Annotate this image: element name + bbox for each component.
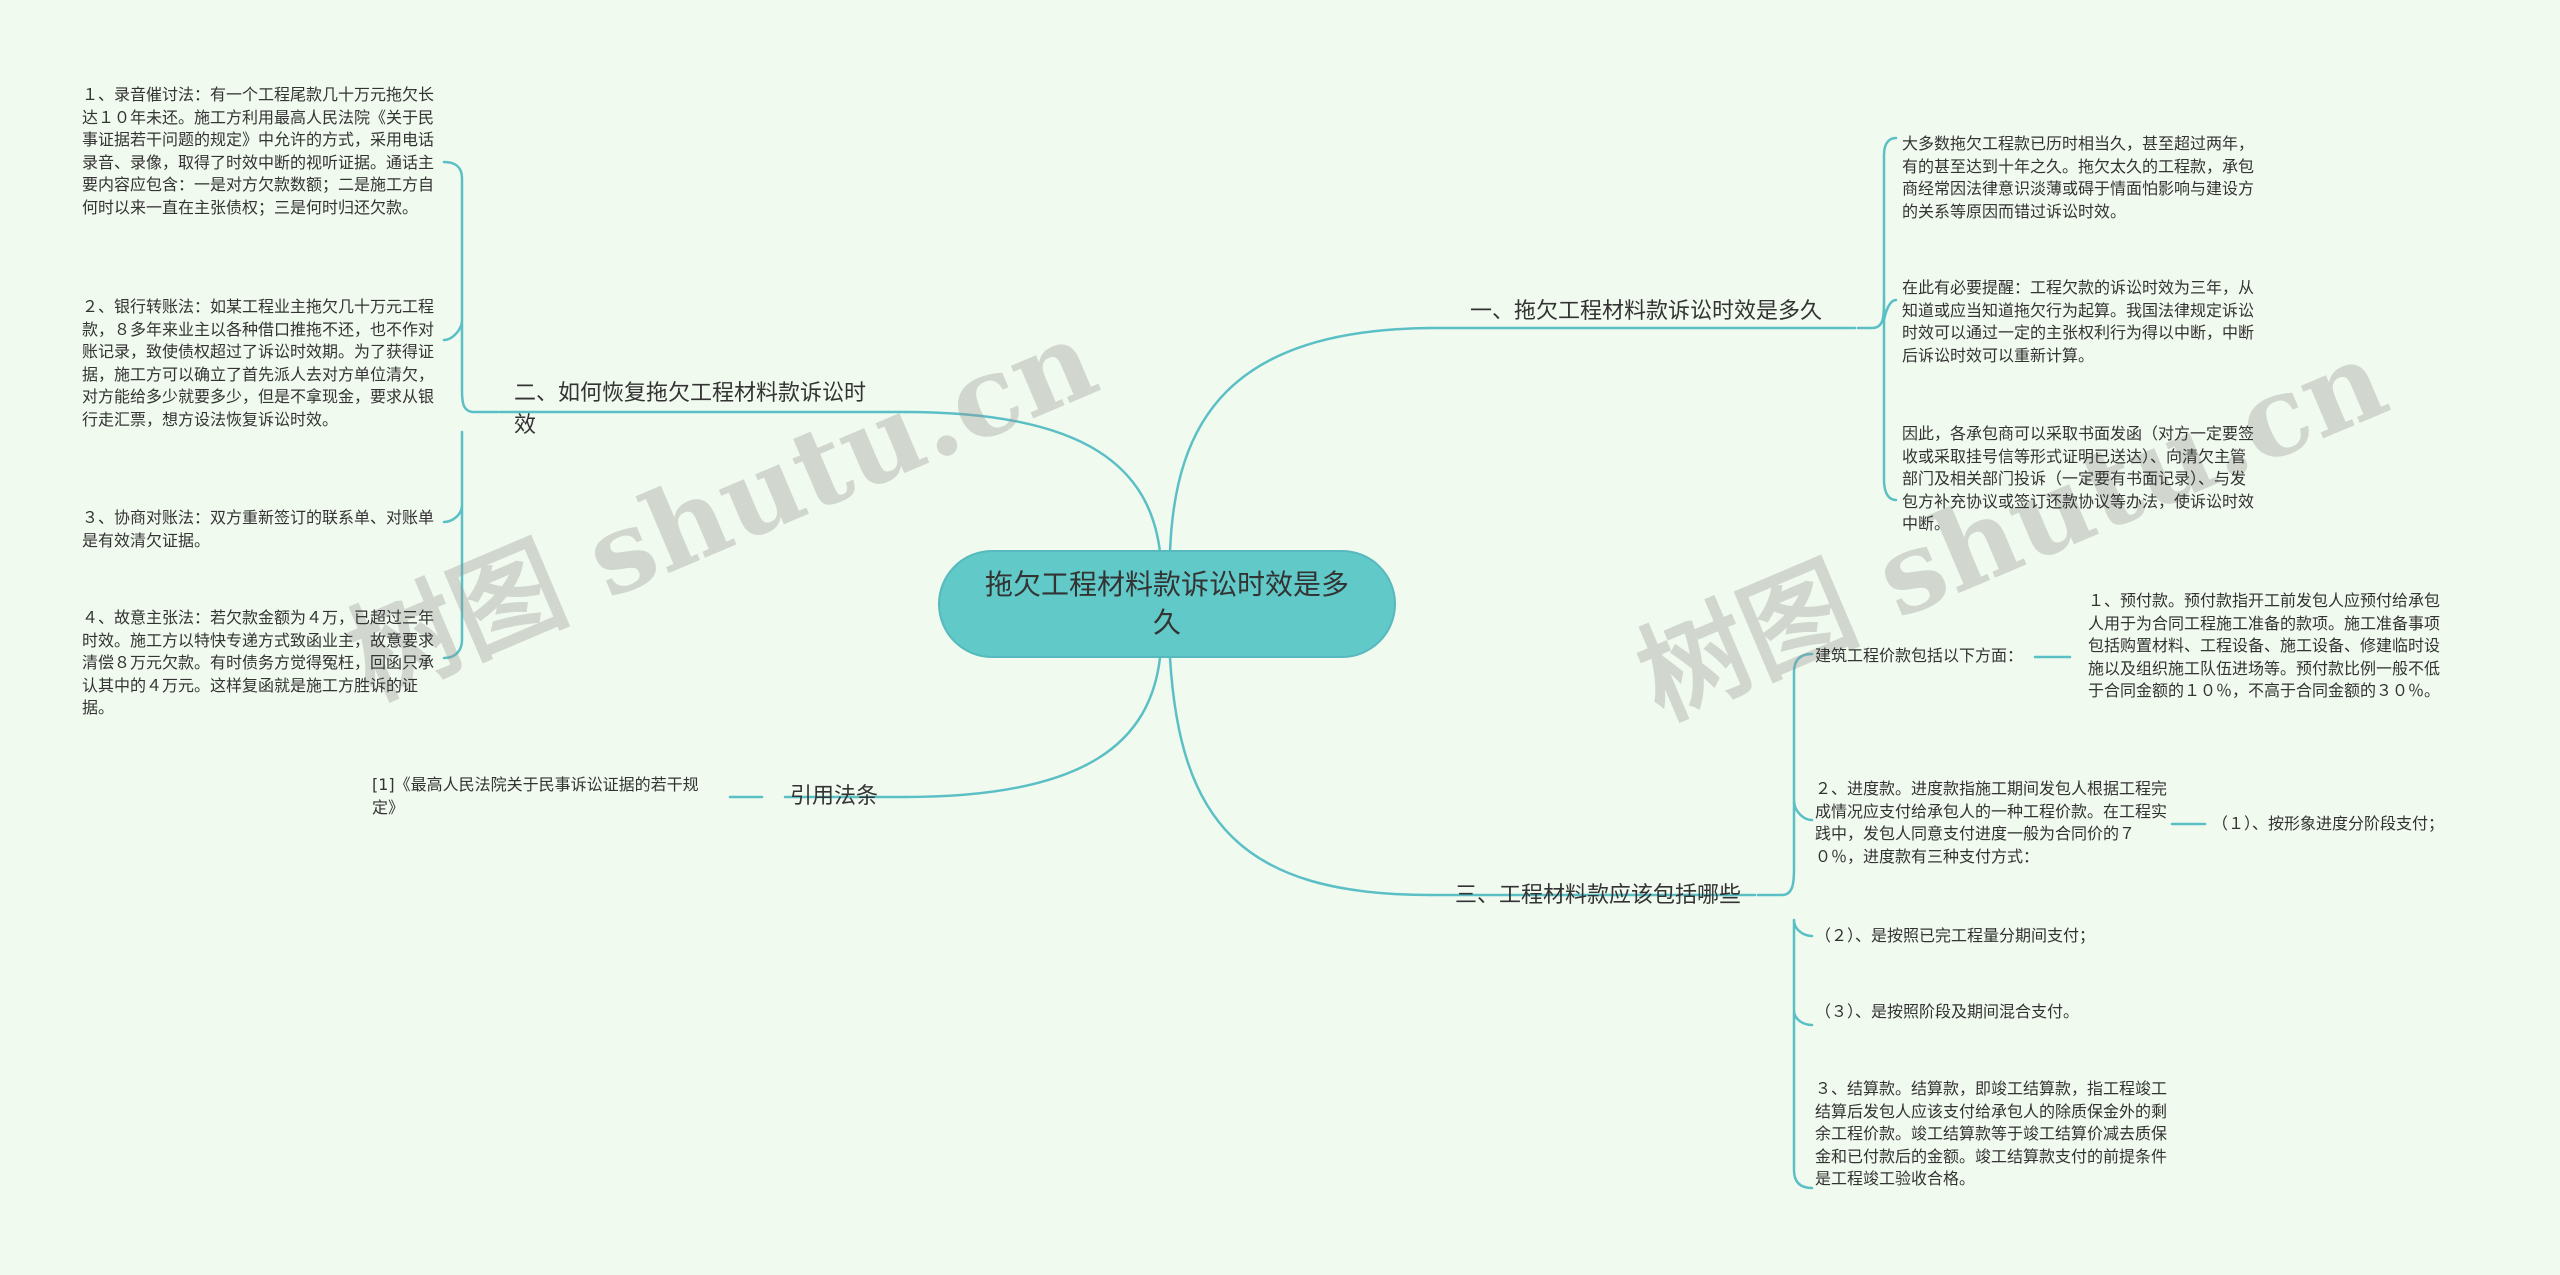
branch-b3[interactable]: 三、工程材料款应该包括哪些: [1455, 883, 1742, 908]
branch-b2[interactable]: 二、如何恢复拖欠工程材料款诉讼时效: [514, 381, 867, 438]
leaf-b1-2: 在此有必要提醒：工程欠款的诉讼时效为三年，从知道或应当知道拖欠行为起算。我国法律…: [1902, 278, 2255, 365]
connector-root-b3: [1168, 656, 1432, 897]
leaf-b3-2a: （１）、按形象进度分阶段支付；: [2212, 814, 2445, 833]
connector-root-b1: [1168, 326, 1432, 554]
root-node[interactable]: 拖欠工程材料款诉讼时效是多久: [938, 550, 1396, 658]
branch-b4[interactable]: 引用法条: [790, 784, 879, 809]
leaf-b2-2: ２、银行转账法：如某工程业主拖欠几十万元工程款，８多年来业主以各种借口推拖不还，…: [82, 297, 435, 429]
leaf-b3-2: ２、进度款。进度款指施工期间发包人根据工程完成情况应支付给承包人的一种工程价款。…: [1815, 779, 2168, 866]
connector-root-b4: [903, 656, 1162, 799]
bracket-b2: [442, 160, 500, 660]
connector-root-b2: [903, 410, 1162, 554]
leaf-b4-1: [1]《最高人民法院关于民事诉讼证据的若干规定》: [372, 775, 699, 817]
bracket-b3: [1756, 652, 1814, 1190]
bracket-b1: [1856, 136, 1898, 502]
leaf-b3-1: １、预付款。预付款指开工前发包人应预付给承包人用于为合同工程施工准备的款项。施工…: [2088, 591, 2441, 700]
leaf-b2-3: ３、协商对账法：双方重新签订的联系单、对账单是有效清欠证据。: [82, 508, 435, 550]
leaf-b3-3: ３、结算款。结算款，即竣工结算款，指工程竣工结算后发包人应该支付给承包人的除质保…: [1815, 1079, 2168, 1188]
leaf-b2-4: ４、故意主张法：若欠款金额为４万，已超过三年时效。施工方以特快专递方式致函业主，…: [82, 608, 435, 717]
root-label: 拖欠工程材料款诉讼时效是多久: [984, 568, 1349, 639]
branch-b1[interactable]: 一、拖欠工程材料款诉讼时效是多久: [1470, 299, 1823, 324]
leaf-b3-2b: （２）、是按照已完工程量分期间支付；: [1815, 926, 2096, 945]
leaf-b1-3: 因此，各承包商可以采取书面发函（对方一定要签收或采取挂号信等形式证明已送达）、向…: [1902, 424, 2255, 533]
leaf-b2-1: １、录音催讨法：有一个工程尾款几十万元拖欠长达１０年未还。施工方利用最高人民法院…: [82, 85, 435, 217]
leaf-b3-0: 建筑工程价款包括以下方面：: [1815, 646, 2024, 665]
leaf-b1-1: 大多数拖欠工程款已历时相当久，甚至超过两年，有的甚至达到十年之久。拖欠太久的工程…: [1902, 134, 2255, 221]
leaf-b3-2c: （３）、是按照阶段及期间混合支付。: [1815, 1002, 2080, 1021]
